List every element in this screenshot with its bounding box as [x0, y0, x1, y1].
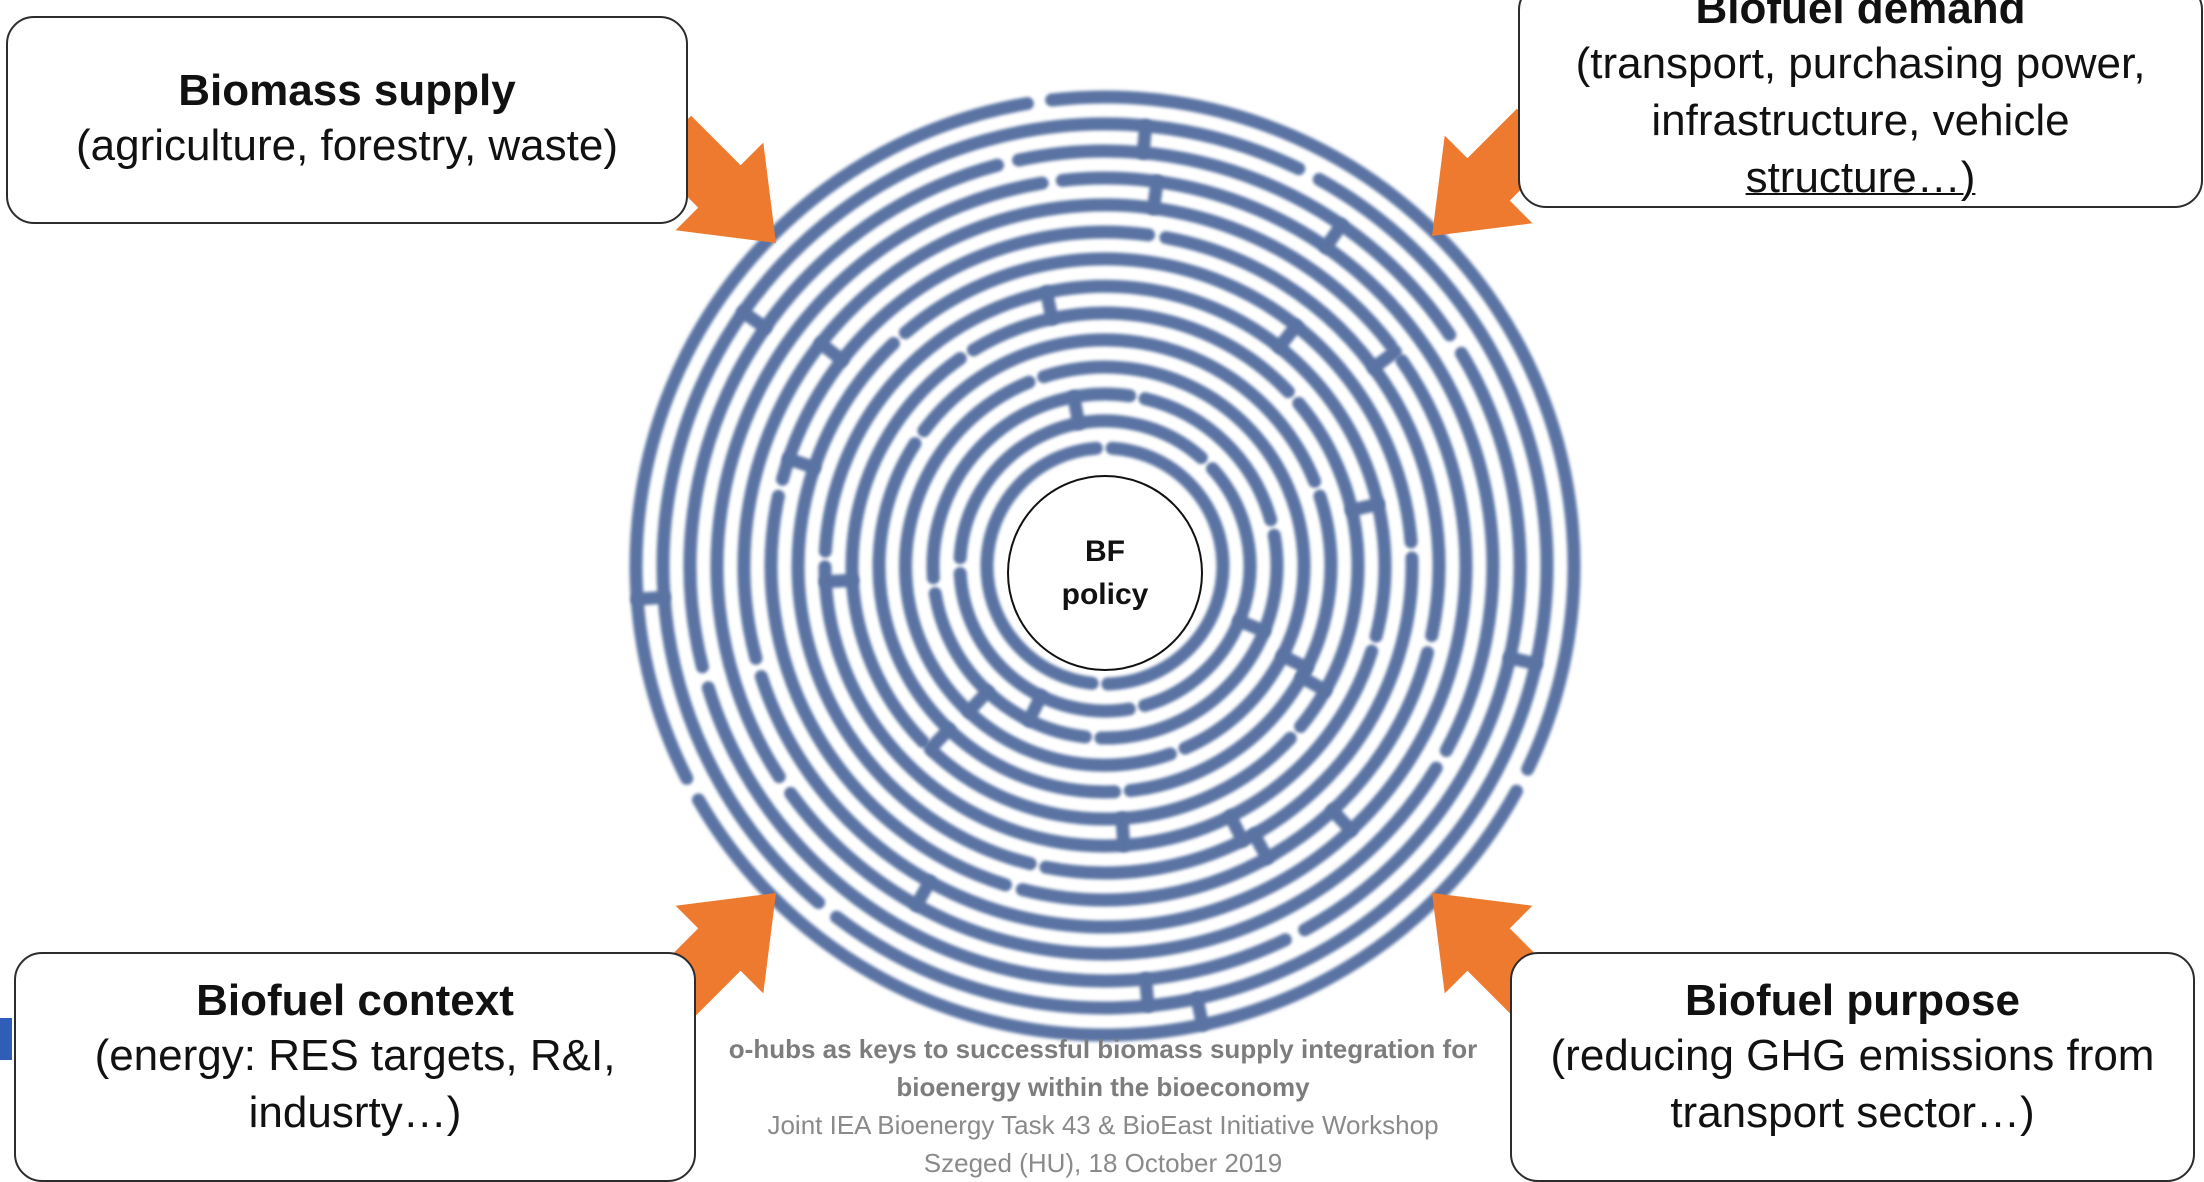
maze-connector — [782, 452, 821, 475]
maze-wall — [629, 97, 1034, 785]
maze-connector — [1276, 649, 1314, 675]
footer-location-line: Szeged (HU), 18 October 2019 — [923, 1148, 1283, 1178]
maze-wall — [791, 337, 1037, 871]
maze-connector — [814, 336, 849, 367]
biofuel-purpose-title: Biofuel purpose — [1685, 976, 2020, 1025]
maze-wall — [926, 387, 1137, 585]
maze-wall — [980, 441, 1103, 690]
maze-wall — [1101, 676, 1125, 691]
maze-connector — [1136, 119, 1153, 160]
maze-wall — [710, 176, 1049, 784]
biomass-supply-title: Biomass supply — [178, 66, 516, 116]
maze-wall — [927, 731, 1297, 826]
biomass-supply-box: Biomass supply (agriculture, forestry, w… — [6, 16, 688, 224]
maze-connector — [1319, 218, 1348, 254]
maze-connector — [962, 685, 994, 718]
maze-connector — [1247, 827, 1274, 865]
maze-wall — [776, 225, 1156, 486]
maze-wall — [872, 437, 1122, 799]
maze-wall — [1178, 735, 1205, 755]
maze-connector — [1295, 670, 1332, 697]
maze-connector — [1147, 175, 1164, 215]
maze-wall — [953, 414, 1208, 565]
maze-wall — [953, 567, 1136, 718]
maze-connector — [1272, 319, 1303, 354]
maze-wall — [818, 560, 1379, 853]
maze-wall — [1001, 375, 1036, 399]
biofuel-demand-description-line: structure…) — [1745, 152, 1976, 202]
biofuel-context-title: Biofuel context — [196, 976, 514, 1025]
biomass-supply-description: (agriculture, forestry, waste) — [75, 120, 618, 170]
maze-wall — [1123, 489, 1338, 798]
maze-connector — [1367, 345, 1402, 375]
biofuel-demand-description-line: (transport, purchasing power, — [1575, 38, 2146, 88]
maze-wall — [1105, 441, 1230, 690]
maze-wall — [1369, 525, 1392, 643]
biofuel-demand-title: Biofuel demand — [1695, 0, 2026, 33]
maze-wall — [1094, 528, 1284, 745]
maze-wall — [1138, 392, 1278, 527]
maze-wall — [917, 333, 1322, 488]
maze-wall — [1039, 551, 1419, 880]
maze-wall — [841, 354, 1473, 934]
maze-wall — [1045, 90, 1581, 776]
maze-wall — [764, 489, 1012, 892]
maze-wall — [966, 306, 1295, 399]
maze-connector — [1503, 651, 1543, 671]
maze-wall — [899, 385, 1177, 772]
maze-wall — [1298, 346, 1527, 937]
maze-connector — [1190, 991, 1210, 1032]
center-label-line: BF — [1085, 534, 1125, 568]
footer-title-line: o-hubs as keys to successful biomass sup… — [728, 1034, 1478, 1064]
maze-wall — [1159, 231, 1446, 643]
maze-wall — [1055, 171, 1500, 757]
maze-wall — [1015, 646, 1435, 907]
bf-policy-center: BF policy — [1007, 475, 1203, 671]
biofuel-purpose-description-line: transport sector…) — [1670, 1087, 2035, 1137]
maze-connector — [910, 875, 937, 912]
maze-connector — [1139, 972, 1155, 1013]
footer-citation: o-hubs as keys to successful biomass sup… — [698, 1030, 1508, 1182]
biofuel-context-description-line: (energy: RES targets, R&I, — [94, 1030, 616, 1080]
biofuel-demand-description-line: infrastructure, vehicle — [1651, 95, 2070, 145]
maze-connector — [1345, 497, 1385, 517]
maze-wall — [683, 158, 1004, 674]
maze-connector — [1326, 803, 1358, 837]
maze-connector — [923, 722, 956, 756]
maze-rings — [629, 90, 1581, 1042]
maze-connector — [736, 305, 772, 335]
biofuel-purpose-box: Biofuel purpose (reducing GHG emissions … — [1510, 952, 2195, 1182]
footer-title-line: bioenergy within the bioeconomy — [896, 1072, 1310, 1102]
biofuel-purpose-description-line: (reducing GHG emissions from — [1550, 1030, 2155, 1080]
biofuel-context-box: Biofuel context (energy: RES targets, R&… — [14, 952, 696, 1182]
maze-connector — [1115, 811, 1131, 852]
maze-wall — [692, 784, 1523, 1042]
maze-wall — [818, 279, 1390, 558]
maze-wall — [701, 681, 1292, 988]
maze-wall — [754, 670, 855, 827]
center-label-line: policy — [1061, 578, 1149, 611]
maze-wall — [656, 117, 1306, 910]
maze-wall — [784, 761, 1443, 961]
biofuel-demand-box: Biofuel demand (transport, purchasing po… — [1518, 0, 2203, 208]
maze-wall — [954, 172, 1554, 1015]
maze-wall — [845, 352, 967, 748]
footer-event-line: Joint IEA Bioenergy Task 43 & BioEast In… — [767, 1110, 1439, 1140]
maze-wall — [1037, 360, 1311, 749]
maze-connector — [1232, 614, 1271, 638]
maze-wall — [737, 198, 1398, 665]
left-edge-tab — [0, 1018, 12, 1060]
maze-connector — [1224, 809, 1250, 847]
maze-wall — [898, 252, 1418, 549]
maze-connector — [1040, 285, 1059, 326]
maze-connectors — [630, 119, 1543, 1032]
maze-connector — [1067, 390, 1086, 430]
maze-wall — [1138, 462, 1257, 712]
maze-connector — [630, 590, 671, 606]
maze-wall — [1012, 144, 1457, 342]
maze-connector — [818, 573, 859, 589]
maze-connector — [1022, 689, 1048, 727]
biofuel-context-description-line: indusrty…) — [248, 1087, 462, 1137]
maze-wall — [830, 910, 968, 991]
